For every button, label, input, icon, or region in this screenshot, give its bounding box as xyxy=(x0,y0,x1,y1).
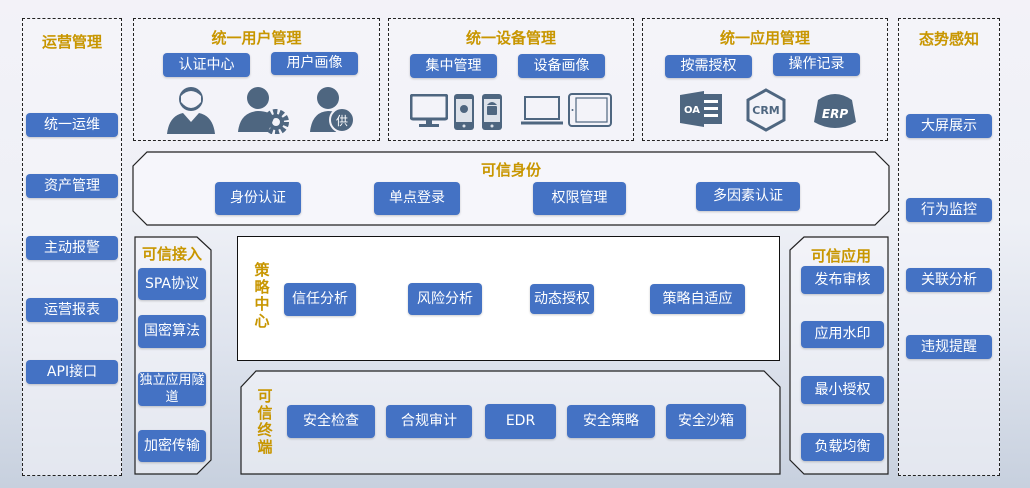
device-mgmt-title: 统一设备管理 xyxy=(465,29,556,47)
desktop-icon xyxy=(410,94,448,127)
erp-icon: ERP xyxy=(814,94,856,128)
awareness-item[interactable]: 违规提醒 xyxy=(906,335,992,359)
iphone-icon xyxy=(454,94,474,130)
terminal-item[interactable]: 安全检查 xyxy=(287,405,375,438)
access-item[interactable]: 加密传输 xyxy=(138,430,206,462)
terminal-title: 可信终端 xyxy=(257,387,273,456)
identity-auth-button[interactable]: 身份认证 xyxy=(215,182,301,215)
on-demand-auth-button[interactable]: 按需授权 xyxy=(665,55,752,78)
trusted-app-title: 可信应用 xyxy=(810,247,871,265)
access-title: 可信接入 xyxy=(141,245,202,263)
access-item[interactable]: 国密算法 xyxy=(138,315,206,348)
trusted-app-item[interactable]: 最小授权 xyxy=(801,376,884,404)
ops-item[interactable]: 统一运维 xyxy=(26,113,118,137)
awareness-item[interactable]: 行为监控 xyxy=(906,198,992,222)
identity-title: 可信身份 xyxy=(480,161,541,179)
terminal-item[interactable]: 安全沙箱 xyxy=(666,404,746,439)
policy-item[interactable]: 策略自适应 xyxy=(650,284,745,314)
trusted-app-item[interactable]: 应用水印 xyxy=(801,321,884,348)
crm-label: CRM xyxy=(752,104,780,117)
trusted-app-frame xyxy=(789,236,889,475)
operation-log-button[interactable]: 操作记录 xyxy=(773,53,860,76)
user-icon xyxy=(167,87,215,134)
sso-button[interactable]: 单点登录 xyxy=(374,182,460,215)
crm-icon: CRM xyxy=(746,88,786,132)
ops-item[interactable]: 主动报警 xyxy=(26,236,118,260)
ops-title: 运营管理 xyxy=(41,33,102,51)
user-profile-button[interactable]: 用户画像 xyxy=(271,52,358,75)
supplier-badge: 供 xyxy=(336,114,348,128)
awareness-panel xyxy=(898,18,1000,476)
laptop-icon xyxy=(521,96,563,125)
awareness-item[interactable]: 关联分析 xyxy=(906,268,992,292)
terminal-item[interactable]: EDR xyxy=(485,404,556,439)
awareness-item[interactable]: 大屏展示 xyxy=(906,114,992,138)
user-mgmt-title: 统一用户管理 xyxy=(211,29,302,47)
oa-icon: OA xyxy=(680,91,722,127)
supplier-user-icon: 供 xyxy=(310,87,355,133)
trusted-app-item[interactable]: 发布审核 xyxy=(801,266,884,294)
permission-mgmt-button[interactable]: 权限管理 xyxy=(533,182,626,215)
android-phone-icon xyxy=(482,94,502,130)
device-profile-button[interactable]: 设备画像 xyxy=(518,54,605,78)
awareness-title: 态势感知 xyxy=(918,30,979,48)
erp-label: ERP xyxy=(822,107,848,121)
oa-label: OA xyxy=(684,105,700,116)
user-settings-icon xyxy=(238,87,289,134)
tablet-icon xyxy=(568,93,612,127)
ops-item[interactable]: API接口 xyxy=(26,360,118,384)
auth-center-button[interactable]: 认证中心 xyxy=(163,53,250,77)
ops-item[interactable]: 运营报表 xyxy=(26,298,118,322)
trusted-app-item[interactable]: 负载均衡 xyxy=(801,433,884,461)
policy-item[interactable]: 风险分析 xyxy=(408,283,482,315)
terminal-item[interactable]: 安全策略 xyxy=(567,405,655,438)
access-item[interactable]: SPA协议 xyxy=(138,268,206,300)
terminal-item[interactable]: 合规审计 xyxy=(386,405,472,438)
ops-item[interactable]: 资产管理 xyxy=(26,174,118,198)
policy-item[interactable]: 信任分析 xyxy=(284,283,356,316)
access-item[interactable]: 独立应用隧道 xyxy=(138,372,206,406)
app-mgmt-title: 统一应用管理 xyxy=(719,29,810,47)
policy-item[interactable]: 动态授权 xyxy=(530,284,594,314)
mfa-button[interactable]: 多因素认证 xyxy=(696,182,800,211)
central-mgmt-button[interactable]: 集中管理 xyxy=(410,54,497,78)
policy-title: 策略中心 xyxy=(254,261,270,330)
